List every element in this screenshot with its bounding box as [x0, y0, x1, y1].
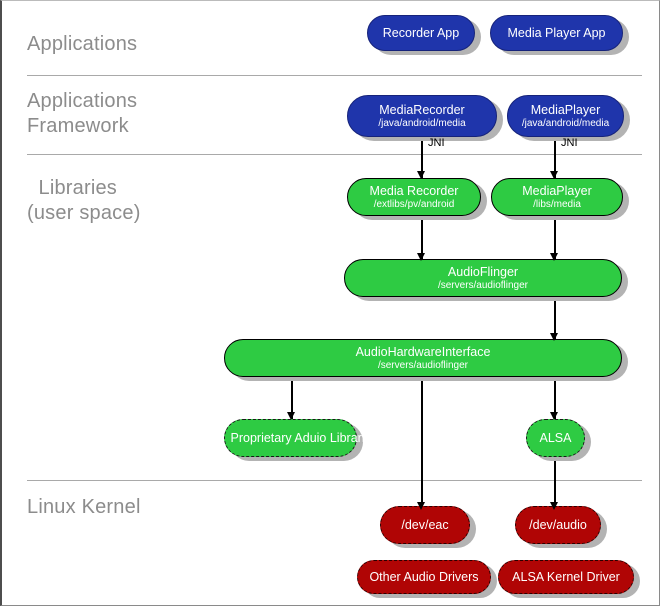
layer-label-libraries: Libraries (user space) — [27, 177, 141, 224]
node-audioflinger-title: AudioFlinger — [447, 264, 519, 279]
divider-kernel — [27, 480, 642, 481]
connector-audiohw-alsa — [554, 377, 556, 420]
node-other-audio-drivers[interactable]: Other Audio Drivers — [357, 560, 491, 594]
node-alsa[interactable]: ALSA — [526, 419, 585, 457]
node-alsa-kernel-driver-title: ALSA Kernel Driver — [512, 569, 620, 584]
connector-audiohw-proprietary — [291, 377, 293, 420]
layer-label-applications: Applications — [27, 33, 138, 55]
node-mediaplayer-framework[interactable]: MediaPlayer /java/android/media — [507, 95, 624, 137]
node-recorder-app[interactable]: Recorder App — [367, 15, 475, 51]
connector-audiohw-deveac — [421, 377, 423, 510]
node-media-player-app-title: Media Player App — [507, 25, 606, 40]
node-mediarecorder-framework-path: /java/android/media — [378, 117, 466, 129]
arrowhead-audiohw-alsa — [550, 412, 558, 420]
node-mediarecorder-framework[interactable]: MediaRecorder /java/android/media — [347, 95, 497, 137]
connector-mediarecorder-jni — [421, 141, 423, 178]
node-recorder-app-title: Recorder App — [382, 25, 460, 40]
node-dev-eac-title: /dev/eac — [401, 517, 449, 532]
node-audioflinger-path: /servers/audioflinger — [437, 279, 529, 291]
arrowhead-audioflinger-audiohw — [550, 333, 558, 341]
arrowhead-alsa-devaudio — [550, 502, 558, 510]
node-proprietary-audio-libraries-title: Proprietary Aduio Libraries — [230, 430, 378, 445]
divider-framework — [27, 154, 642, 155]
connector-alsa-devaudio — [554, 456, 556, 510]
node-media-recorder-library[interactable]: Media Recorder /extlibs/pv/android — [347, 178, 481, 216]
node-alsa-title: ALSA — [539, 430, 572, 445]
arrowhead-mediaplayerlib-audioflinger — [550, 253, 558, 261]
node-media-recorder-library-title: Media Recorder — [369, 183, 459, 198]
connector-audioflinger-audiohw — [554, 297, 556, 341]
node-audiohardwareinterface-title: AudioHardwareInterface — [355, 344, 491, 359]
node-audiohardwareinterface-path: /servers/audioflinger — [377, 359, 469, 371]
node-media-recorder-library-path: /extlibs/pv/android — [373, 198, 455, 210]
node-dev-eac[interactable]: /dev/eac — [380, 506, 470, 544]
arrowhead-audiohw-deveac — [417, 502, 425, 510]
node-mediarecorder-framework-title: MediaRecorder — [379, 102, 465, 117]
node-alsa-kernel-driver[interactable]: ALSA Kernel Driver — [498, 560, 634, 594]
arrowhead-audiohw-proprietary — [287, 412, 295, 420]
layer-label-linux-kernel: Linux Kernel — [27, 496, 141, 518]
arrowhead-mediarecorderlib-audioflinger — [417, 253, 425, 261]
edge-label-jni-player: JNI — [561, 137, 578, 149]
node-media-player-library[interactable]: MediaPlayer /libs/media — [491, 178, 623, 216]
layer-label-applications-framework: Applications Framework — [27, 90, 138, 137]
node-other-audio-drivers-title: Other Audio Drivers — [369, 569, 479, 584]
connector-mediaplayerlib-audioflinger — [554, 219, 556, 261]
node-audioflinger[interactable]: AudioFlinger /servers/audioflinger — [344, 259, 622, 297]
node-dev-audio-title: /dev/audio — [529, 517, 587, 532]
node-media-player-library-path: /libs/media — [533, 198, 581, 210]
divider-applications — [27, 75, 642, 76]
edge-label-jni-recorder: JNI — [428, 137, 445, 149]
connector-mediaplayer-jni — [554, 141, 556, 178]
node-audiohardwareinterface[interactable]: AudioHardwareInterface /servers/audiofli… — [224, 339, 622, 377]
arrowhead-mediaplayer-jni — [550, 171, 558, 179]
arrowhead-mediarecorder-jni — [417, 171, 425, 179]
node-dev-audio[interactable]: /dev/audio — [515, 506, 601, 544]
node-media-player-library-title: MediaPlayer — [522, 183, 592, 198]
node-proprietary-audio-libraries[interactable]: Proprietary Aduio Libraries — [224, 419, 378, 457]
node-mediaplayer-framework-path: /java/android/media — [521, 117, 610, 129]
connector-mediarecorderlib-audioflinger — [421, 219, 423, 261]
node-media-player-app[interactable]: Media Player App — [490, 15, 623, 51]
node-mediaplayer-framework-title: MediaPlayer — [530, 102, 601, 117]
